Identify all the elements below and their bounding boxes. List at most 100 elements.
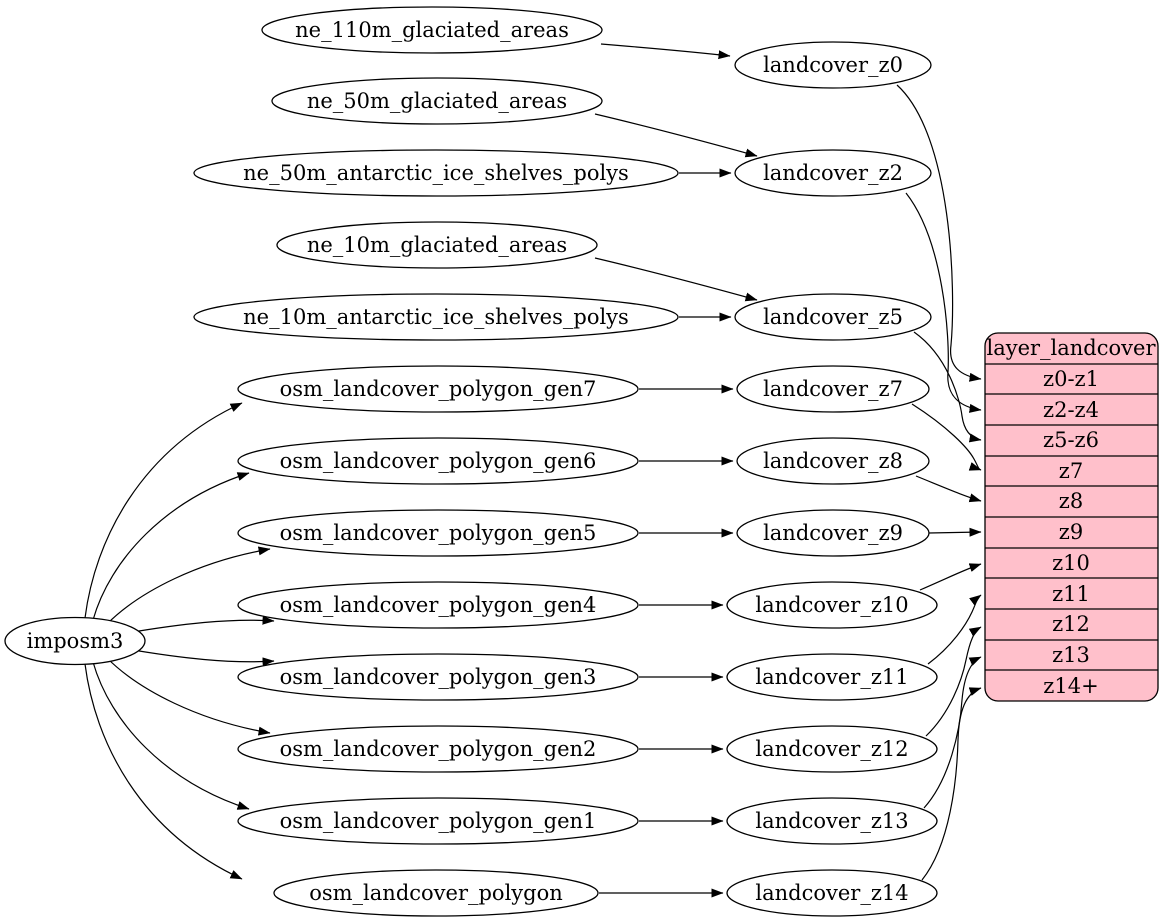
node-label: osm_landcover_polygon_gen4 [280, 593, 597, 617]
edge-imposm3-gen5 [106, 546, 271, 625]
node-osm-landcover-polygon-gen4: osm_landcover_polygon_gen4 [237, 581, 639, 629]
node-label: osm_landcover_polygon_gen2 [280, 737, 597, 761]
table-row-z12: z12 [1052, 612, 1090, 636]
node-osm-landcover-polygon-gen3: osm_landcover_polygon_gen3 [237, 653, 639, 701]
node-label: landcover_z2 [763, 161, 903, 185]
node-ellipse [271, 77, 603, 125]
node-ellipse [237, 653, 639, 701]
node-ellipse [237, 437, 639, 485]
table-row-z0-z1: z0-z1 [1043, 367, 1099, 391]
edge-imposm3-gen1 [92, 661, 250, 810]
node-label: osm_landcover_polygon_gen3 [280, 665, 597, 689]
node-landcover-z2: landcover_z2 [734, 149, 932, 197]
node-landcover-z12: landcover_z12 [726, 725, 938, 773]
edge-imposm3-gen4 [126, 615, 275, 634]
node-ellipse [4, 616, 146, 666]
node-landcover-z0: landcover_z0 [734, 41, 932, 89]
table-row-z9: z9 [1059, 520, 1083, 544]
node-ne-10m-antarctic-ice-shelves-polys: ne_10m_antarctic_ice_shelves_polys [193, 293, 679, 341]
node-ellipse [736, 509, 930, 557]
edge-imposm3-gen7 [84, 402, 243, 619]
edge-z11-row-z11 [927, 594, 982, 665]
edge-z0-row-z0z1 [896, 84, 982, 382]
edge-z8-row-z8 [915, 475, 982, 503]
node-ellipse [726, 653, 938, 701]
edge-z14-row-z14 [921, 687, 982, 881]
node-label: landcover_z11 [755, 665, 908, 689]
node-label: landcover_z14 [755, 881, 908, 905]
node-label: osm_landcover_polygon_gen1 [280, 809, 597, 833]
node-landcover-z13: landcover_z13 [726, 797, 938, 845]
node-ellipse [736, 365, 930, 413]
node-osm-landcover-polygon: osm_landcover_polygon [273, 869, 599, 917]
node-label: osm_landcover_polygon_gen5 [280, 521, 597, 545]
edge-imposm3-polygon [84, 663, 243, 880]
node-landcover-z5: landcover_z5 [734, 293, 932, 341]
table-row-z11: z11 [1052, 582, 1090, 606]
edge-z7-row-z7 [911, 403, 982, 471]
node-ellipse [273, 869, 599, 917]
node-ellipse [734, 293, 932, 341]
edge-z9-row-z9 [928, 527, 982, 537]
node-ellipse [734, 41, 932, 89]
node-label: landcover_z9 [763, 521, 903, 545]
edge-imposm3-gen2 [106, 657, 271, 736]
node-ellipse [726, 869, 938, 917]
table-row-z10: z10 [1052, 551, 1090, 575]
node-ne-50m-glaciated-areas: ne_50m_glaciated_areas [271, 77, 603, 125]
node-landcover-z11: landcover_z11 [726, 653, 938, 701]
node-label: ne_110m_glaciated_areas [295, 18, 569, 42]
edge-ne50m-glaciated-z2 [594, 113, 758, 158]
node-label: landcover_z8 [763, 449, 903, 473]
edge-ne10m-glaciated-z5 [594, 257, 758, 302]
node-ellipse [726, 725, 938, 773]
node-osm-landcover-polygon-gen2: osm_landcover_polygon_gen2 [237, 725, 639, 773]
table-row-z2-z4: z2-z4 [1043, 398, 1099, 422]
node-label: landcover_z12 [755, 737, 908, 761]
node-ellipse [193, 149, 679, 197]
node-osm-landcover-polygon-gen1: osm_landcover_polygon_gen1 [237, 797, 639, 845]
edges [84, 43, 982, 898]
edge-z13-row-z13 [923, 656, 982, 809]
table-row-z13: z13 [1052, 643, 1090, 667]
node-ellipse [237, 365, 639, 413]
node-landcover-z10: landcover_z10 [726, 581, 938, 629]
node-ellipse [736, 437, 930, 485]
table-row-z5-z6: z5-z6 [1043, 428, 1099, 452]
node-ellipse [726, 797, 938, 845]
node-label: landcover_z10 [755, 593, 908, 617]
edge-z12-row-z12 [925, 626, 982, 737]
node-label: ne_10m_antarctic_ice_shelves_polys [243, 305, 629, 329]
node-imposm3: imposm3 [4, 616, 146, 666]
edge-imposm3-gen6 [92, 472, 250, 621]
node-landcover-z14: landcover_z14 [726, 869, 938, 917]
node-ellipse [261, 6, 603, 54]
node-label: landcover_z5 [763, 305, 903, 329]
edge-ne110m-z0 [600, 43, 731, 60]
table-row-z8: z8 [1059, 489, 1083, 513]
edge-z5-row-z5z6 [913, 331, 982, 443]
node-ellipse [726, 581, 938, 629]
table-title: layer_landcover [986, 336, 1156, 360]
node-ellipse [734, 149, 932, 197]
node-label: landcover_z0 [763, 53, 903, 77]
node-ne-50m-antarctic-ice-shelves-polys: ne_50m_antarctic_ice_shelves_polys [193, 149, 679, 197]
node-ellipse [276, 221, 598, 269]
node-ellipse [237, 509, 639, 557]
node-label: landcover_z13 [755, 809, 908, 833]
node-landcover-z9: landcover_z9 [736, 509, 930, 557]
node-layer-landcover-table: layer_landcover z0-z1 z2-z4 z5-z6 z7 z8 … [984, 332, 1159, 702]
node-ne-10m-glaciated-areas: ne_10m_glaciated_areas [276, 221, 598, 269]
node-osm-landcover-polygon-gen6: osm_landcover_polygon_gen6 [237, 437, 639, 485]
node-osm-landcover-polygon-gen7: osm_landcover_polygon_gen7 [237, 365, 639, 413]
node-label: osm_landcover_polygon [309, 881, 563, 905]
node-ne-110m-glaciated-areas: ne_110m_glaciated_areas [261, 6, 603, 54]
node-label: imposm3 [27, 629, 124, 653]
node-ellipse [237, 581, 639, 629]
table-row-z7: z7 [1059, 459, 1083, 483]
node-ellipse [237, 725, 639, 773]
node-landcover-z8: landcover_z8 [736, 437, 930, 485]
edge-imposm3-gen3 [126, 648, 275, 667]
